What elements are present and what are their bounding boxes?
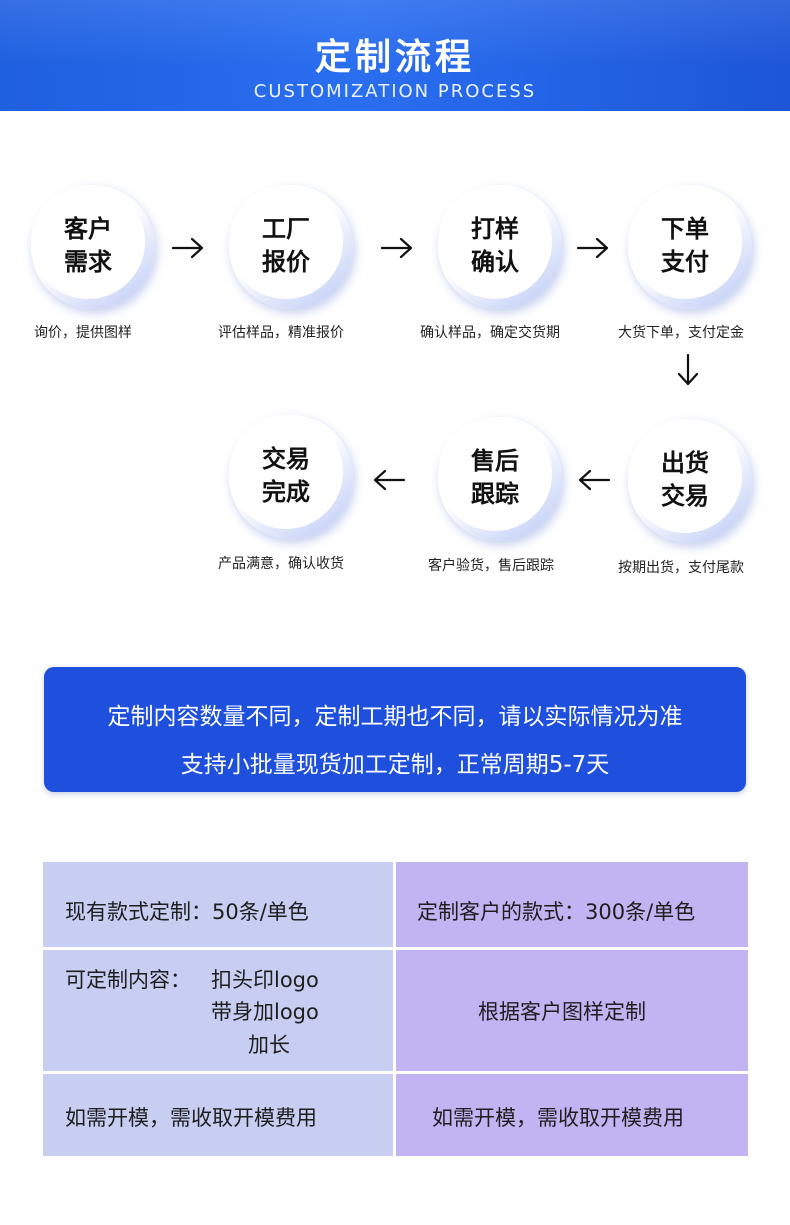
step-disc (628, 185, 742, 299)
step-label: 售后 跟踪 (471, 447, 519, 508)
step-caption: 产品满意，确认收货 (218, 556, 344, 572)
page-subtitle: CUSTOMIZATION PROCESS (253, 81, 537, 102)
notice-banner: 定制内容数量不同，定制工期也不同，请以实际情况为准 支持小批量现货加工定制，正常… (44, 667, 746, 792)
step-after-sales: 售后 跟踪 (438, 417, 562, 541)
step-label: 出货 交易 (661, 449, 709, 510)
step-order-pay: 下单 支付 (628, 185, 752, 309)
step-disc (438, 417, 552, 531)
step-caption: 按期出货，支付尾款 (618, 560, 744, 576)
step-factory-quote: 工厂 报价 (229, 185, 353, 309)
table-cell-custom-by-drawing: 根据客户图样定制 (396, 950, 748, 1071)
arrow-right-icon (380, 237, 413, 259)
step-label: 工厂 报价 (262, 215, 310, 276)
step-label: 下单 支付 (661, 215, 709, 276)
notice-line-2: 支持小批量现货加工定制，正常周期5-7天 (180, 752, 610, 778)
step-deal-complete: 交易 完成 (229, 415, 353, 539)
table-cell-custom-style: 定制客户的款式：300条/单色 (396, 862, 748, 947)
custom-content-label: 可定制内容： (65, 968, 191, 992)
table-cell-mold-fee-left: 如需开模，需收取开模费用 (43, 1074, 393, 1156)
step-ship-trade: 出货 交易 (628, 419, 752, 543)
step-caption: 评估样品，精准报价 (218, 325, 344, 341)
table-cell-existing-style: 现有款式定制：50条/单色 (43, 862, 393, 947)
arrow-down-icon (677, 353, 699, 386)
step-disc (438, 185, 552, 299)
step-caption: 询价，提供图样 (34, 325, 132, 341)
custom-content-item: 扣头印logo (211, 968, 319, 992)
step-caption: 客户验货，售后跟踪 (428, 558, 554, 574)
step-sample-confirm: 打样 确认 (438, 185, 562, 309)
step-label: 交易 完成 (262, 445, 310, 506)
custom-content-item: 带身加logo (211, 1000, 319, 1024)
header-sheen (0, 0, 790, 111)
step-disc (31, 185, 145, 299)
arrow-right-icon (576, 237, 609, 259)
arrow-right-icon (171, 237, 204, 259)
notice-line-1: 定制内容数量不同，定制工期也不同，请以实际情况为准 (107, 704, 683, 730)
step-label: 打样 确认 (471, 215, 519, 276)
custom-content-item: 加长 (248, 1033, 290, 1057)
page-title: 定制流程 (314, 37, 475, 78)
arrow-left-icon (373, 469, 406, 491)
header-banner: 定制流程 CUSTOMIZATION PROCESS (0, 0, 790, 111)
step-disc (229, 185, 343, 299)
arrow-left-icon (578, 469, 611, 491)
table-cell-mold-fee-right: 如需开模，需收取开模费用 (396, 1074, 748, 1156)
customization-table: 现有款式定制：50条/单色 定制客户的款式：300条/单色 可定制内容： 扣头印… (43, 862, 748, 1156)
step-customer-demand: 客户 需求 (31, 185, 155, 309)
table-cell-custom-content: 可定制内容： 扣头印logo 带身加logo 加长 (43, 950, 393, 1071)
step-disc (229, 415, 343, 529)
step-caption: 确认样品，确定交货期 (420, 325, 560, 341)
step-caption: 大货下单，支付定金 (618, 325, 744, 341)
step-label: 客户 需求 (64, 215, 112, 276)
step-disc (628, 419, 742, 533)
